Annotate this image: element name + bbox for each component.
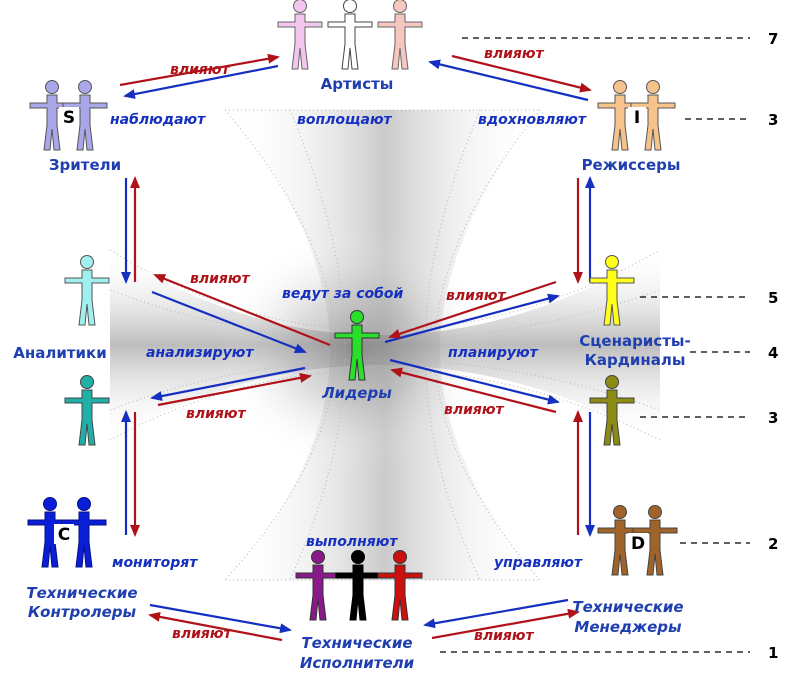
artists-label: Артисты (321, 75, 394, 93)
verb-labels: влияют влияют наблюдают воплощают вдохно… (110, 46, 587, 644)
verb-influence: влияют (170, 62, 231, 78)
level-number: 3 (768, 409, 778, 427)
arrow-artists-to-directors (451, 54, 592, 93)
cardinals-group: Сценаристы- Кардиналы (579, 255, 691, 446)
arrow-viewers-to-artists (119, 53, 280, 87)
managers-group: D Технические Менеджеры (572, 505, 684, 636)
verb-influence: влияют (474, 628, 535, 644)
cardinals-label-line1: Сценаристы- (579, 332, 690, 350)
verb-influence: влияют (190, 271, 251, 287)
letter-box (59, 107, 79, 127)
figure-artist-pink (277, 0, 323, 70)
arrow-cardinal-top-to-leader (388, 280, 557, 339)
analysts-group: Аналитики (13, 255, 110, 446)
figure-analyst-bottom (64, 375, 110, 446)
dotted-outlines (109, 109, 661, 581)
controllers-label-line2: Контролеры (28, 603, 137, 621)
letter-d: D (631, 534, 645, 554)
arrow-leader-to-cardinal-top (384, 293, 560, 344)
arrow-controllers-to-executors (149, 603, 292, 634)
managers-label-line1: Технические (572, 598, 683, 616)
viewers-group: S Зрители (29, 80, 121, 174)
level-number: 7 (768, 30, 778, 48)
letter-box (628, 533, 648, 553)
arrow-managers-to-executors (423, 598, 569, 629)
arrow-leader-to-analyst-bottom (150, 366, 306, 401)
arrow-leader-to-analyst-top (153, 273, 331, 347)
analysts-label: Аналитики (13, 344, 107, 362)
verb-observe: наблюдают (110, 112, 206, 128)
verb-plan: планируют (448, 345, 539, 361)
level-number: 5 (768, 289, 778, 307)
verb-execute: выполняют (306, 534, 398, 550)
cardinals-label-line2: Кардиналы (585, 351, 686, 369)
arrow-analyst-top-to-leader (151, 290, 307, 354)
arrow-executors-to-controllers (148, 611, 283, 642)
figure-artist-salmon (377, 0, 423, 70)
letter-i: I (634, 108, 640, 128)
level-number: 3 (768, 111, 778, 129)
level-lines (440, 37, 750, 653)
letter-s: S (63, 108, 75, 128)
executors-label-line1: Технические (301, 634, 412, 652)
verb-influence: влияют (444, 402, 505, 418)
verb-inspire: вдохновляют (478, 112, 587, 128)
arrow-cardinal-bottom-to-leader (390, 367, 557, 414)
figure-artist-white (327, 0, 373, 70)
verb-influence: влияют (186, 406, 247, 422)
viewers-label: Зрители (49, 156, 121, 174)
level-number: 4 (768, 344, 778, 362)
leaders-group: Лидеры (321, 310, 392, 402)
leaders-label: Лидеры (321, 384, 392, 402)
verb-manage: управляют (494, 555, 583, 571)
arrow-leader-to-cardinal-bottom (389, 358, 560, 405)
letter-box (628, 107, 646, 127)
verb-lead: ведут за собой (282, 286, 404, 302)
level-number: 1 (768, 644, 778, 662)
letter-c: C (58, 525, 70, 545)
verb-influence: влияют (446, 288, 507, 304)
executors-group: Технические Исполнители (295, 550, 423, 672)
arrow-directors-to-artists (428, 59, 589, 102)
verb-influence: влияют (484, 46, 545, 62)
arrows (119, 53, 595, 642)
directors-group: I Режиссеры (582, 80, 681, 174)
controllers-group: C Технические Контролеры (26, 497, 138, 621)
verb-monitor: мониторят (112, 555, 198, 571)
directors-label: Режиссеры (582, 156, 681, 174)
verb-analyze: анализируют (146, 345, 254, 361)
arrow-analyst-bottom-to-leader (157, 372, 312, 407)
verb-influence: влияют (172, 626, 233, 642)
verb-embody: воплощают (297, 112, 393, 128)
letter-box (54, 524, 74, 544)
arrow-executors-to-managers (431, 608, 580, 640)
figure-analyst-top (64, 255, 110, 326)
controllers-label-line1: Технические (26, 584, 137, 602)
level-number: 2 (768, 535, 778, 553)
arrow-artists-to-viewers (123, 64, 279, 99)
level-numbers: 7 3 5 4 3 2 1 (768, 30, 778, 662)
executors-label-line2: Исполнители (300, 654, 415, 672)
artists-group: Артисты (277, 0, 423, 93)
managers-label-line2: Менеджеры (574, 618, 682, 636)
